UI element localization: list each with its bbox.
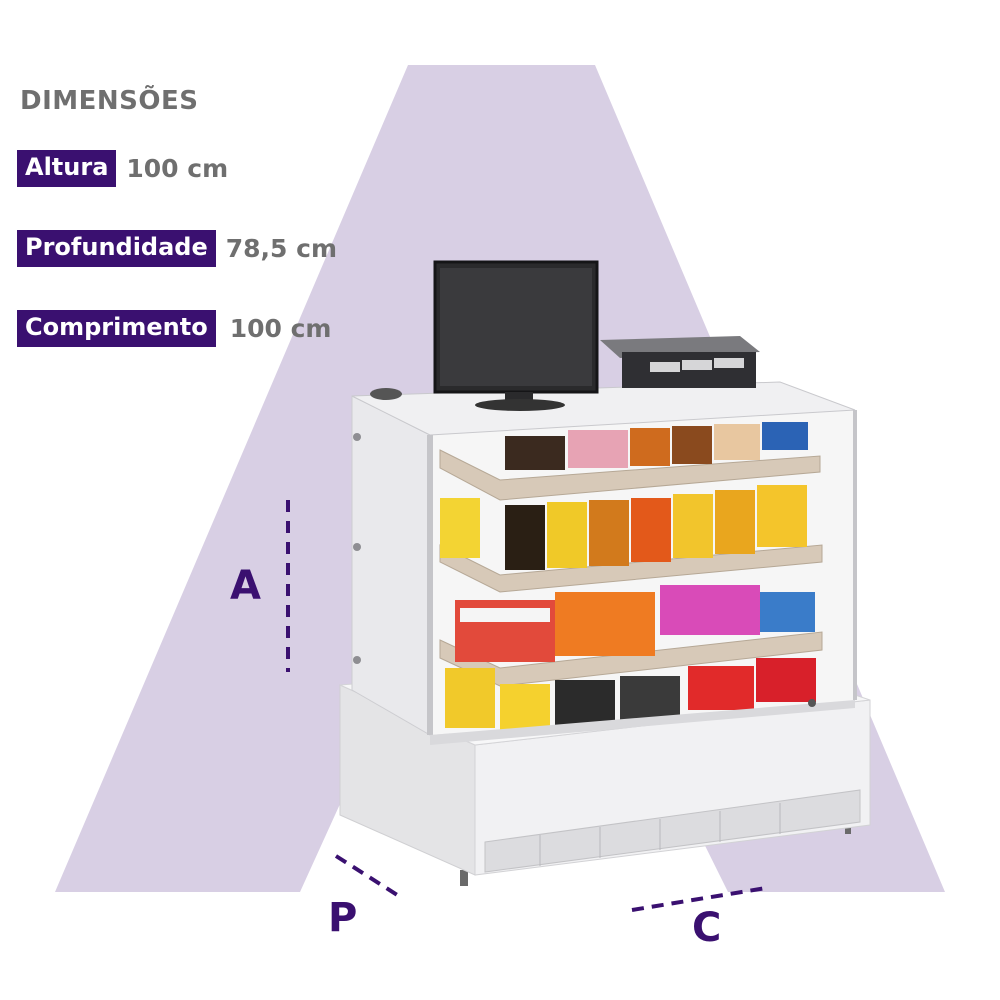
length-axis-letter: C xyxy=(692,905,722,951)
dimension-length-row: Comprimento 100 cm xyxy=(17,310,331,347)
dimension-height-value: 100 cm xyxy=(126,154,229,183)
dimension-height-row: Altura 100 cm xyxy=(17,150,228,187)
dimension-height-label: Altura xyxy=(17,150,117,187)
dimension-length-label: Comprimento xyxy=(17,310,216,347)
length-dimension-line xyxy=(631,886,767,912)
depth-dimension-line xyxy=(334,854,404,900)
dimension-depth-value: 78,5 cm xyxy=(225,234,338,263)
dimension-depth-row: Profundidade 78,5 cm xyxy=(17,230,337,267)
dimension-length-value: 100 cm xyxy=(229,314,332,343)
dimension-depth-label: Profundidade xyxy=(17,230,216,267)
dimensions-heading: DIMENSÕES xyxy=(20,86,199,116)
depth-axis-letter: P xyxy=(328,895,358,941)
height-axis-letter: A xyxy=(230,563,261,609)
